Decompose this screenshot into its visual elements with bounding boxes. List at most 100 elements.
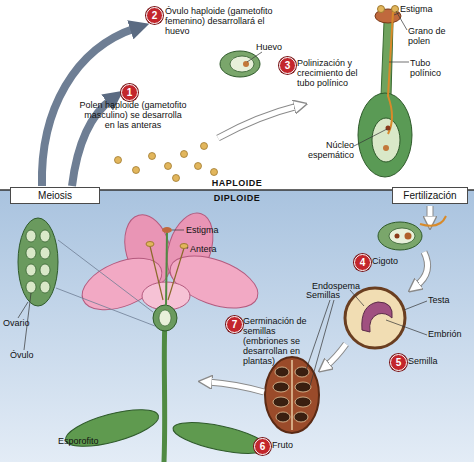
leader-line [386, 320, 427, 335]
stage-arrow-outline [416, 252, 428, 286]
band-label: HAPLOIDE [190, 178, 284, 188]
pollen-tube [388, 12, 393, 134]
part-label: Polinización y crecimiento del tubo polí… [297, 58, 367, 88]
ovule [40, 230, 50, 242]
pollen-grain [181, 151, 188, 158]
box-text: Fertilización [403, 190, 456, 202]
pollen-grain [392, 6, 399, 13]
leader-line [172, 230, 184, 231]
stage-arrow-outline [427, 206, 434, 220]
ovule [26, 264, 36, 276]
seed [273, 397, 289, 407]
part-label: Antera [190, 244, 240, 254]
part-label: Semillas [306, 290, 356, 300]
stage-arrow-outline [326, 344, 346, 366]
leader-line [18, 302, 28, 318]
part-label: Estigma [186, 225, 236, 235]
leader-lines [306, 300, 334, 386]
part-label: Embrión [428, 329, 472, 339]
anther [146, 242, 154, 247]
leader-line [310, 300, 334, 386]
stage-arrow-outline [208, 382, 264, 392]
ovule [372, 118, 400, 162]
egg-cell [243, 61, 249, 67]
seed [276, 412, 290, 422]
ovules [26, 230, 50, 293]
seed [295, 397, 311, 407]
stage-arrow [416, 252, 428, 286]
flower-ovary [153, 305, 177, 331]
embryo [362, 302, 392, 332]
pollen-grain [173, 175, 180, 182]
stage-arrow [326, 344, 346, 366]
leader-line [350, 290, 364, 306]
ovary [358, 93, 412, 177]
pollen-grain [211, 169, 218, 176]
egg-cell [383, 145, 389, 151]
ovule [378, 222, 422, 250]
leader-lines [354, 11, 409, 146]
part-label: Esporofito [58, 436, 128, 446]
callout-number: 2 [146, 7, 163, 24]
pistil-style [166, 232, 167, 306]
part-label: Núcleo espemático [300, 140, 354, 160]
callout-number: 6 [254, 438, 271, 455]
callout-number: 5 [390, 354, 407, 371]
seed [295, 367, 309, 377]
fruit-seeds [273, 367, 311, 422]
part-label: Fruto [272, 440, 322, 450]
pollen-grain [133, 167, 140, 174]
stigma [162, 227, 172, 233]
pollen-grain [378, 6, 385, 13]
seed [295, 382, 311, 392]
fruit [265, 357, 319, 433]
part-label: Endospema [312, 281, 372, 291]
part-label: Semilla [408, 356, 458, 366]
callout-number: 3 [279, 57, 296, 74]
process-box: Fertilización [392, 187, 468, 204]
ovule [26, 247, 36, 259]
leaf [171, 416, 270, 459]
ovule [220, 51, 260, 77]
haploid-band [0, 0, 474, 190]
pollen-grain [195, 163, 202, 170]
zoom-line [56, 288, 155, 326]
endosperm-nucleus [395, 234, 400, 239]
leaf [62, 402, 162, 454]
pollen-grains [115, 143, 218, 182]
leader-line [187, 247, 188, 249]
filament [150, 246, 163, 300]
pollen-grain [201, 143, 208, 150]
process-box: Meiosis [10, 187, 100, 204]
callout-number: 1 [121, 84, 138, 101]
ovule [40, 247, 50, 259]
filament [168, 248, 184, 300]
part-label: Estigma [400, 4, 450, 14]
part-label: Testa [428, 295, 472, 305]
leader-lines [172, 230, 188, 249]
seed [275, 367, 289, 377]
embryo-sac [230, 56, 254, 72]
stage-arrow-outline [218, 106, 298, 138]
zoom-lines [56, 240, 155, 326]
part-label: Huevo [256, 42, 296, 52]
part-label: Grano de polen [408, 26, 458, 46]
part-label: Polen haploide (gametofito masculino) se… [78, 100, 188, 130]
ovule [26, 281, 36, 293]
ovule [40, 264, 50, 276]
zoom-line [58, 240, 153, 312]
leader-line [247, 52, 262, 62]
pollen-tube [420, 216, 446, 226]
ovule [26, 230, 36, 242]
band-label: DIPLOIDE [190, 193, 284, 203]
pollen-grain [149, 153, 156, 160]
leader-line [404, 301, 427, 310]
diploid-band [0, 190, 474, 462]
callout-number: 4 [354, 254, 371, 271]
leader-line [354, 129, 387, 146]
part-label: Germinación de semillas (embriones se de… [243, 316, 321, 366]
leader-line [306, 300, 330, 370]
stage-arrow [428, 206, 433, 220]
embryo-sac [389, 228, 415, 244]
